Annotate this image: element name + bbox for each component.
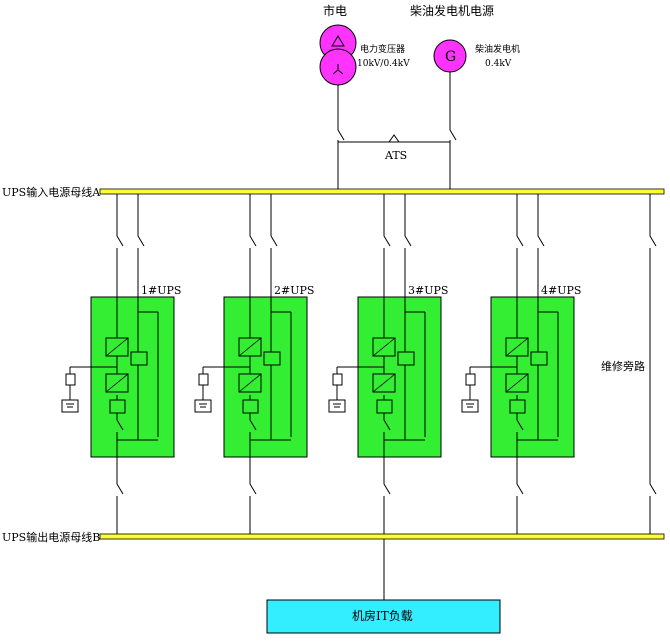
ups-4-static-switch-inverter-icon: [509, 399, 526, 414]
load-label: 机房IT负载: [352, 608, 413, 623]
ups-1-output-feeder: [116, 457, 124, 534]
bus-b-label: UPS输出电源母线B: [2, 530, 100, 544]
ups-4-battery-breaker-icon: [465, 373, 476, 386]
ups-1-static-switch-inverter-icon: [109, 399, 126, 414]
load-box: [266, 599, 501, 634]
ups-3-internal-wiring: [336, 297, 426, 457]
ups-4-battery-icon: [461, 399, 479, 413]
ups-1-input-feeders: [116, 194, 145, 297]
ups-1-battery-icon: [61, 399, 79, 413]
ats-label: ATS: [384, 149, 407, 162]
ups-2-static-switch-inverter-icon: [242, 399, 259, 414]
ups-2-battery-breaker-icon: [198, 373, 209, 386]
ups-4-cabinet: [490, 296, 575, 458]
generator-symbol: G: [433, 39, 467, 73]
ups-1-cabinet: [90, 296, 175, 458]
bus-a-label: UPS输入电源母线A: [2, 185, 101, 199]
ups-unit-4: 4#UPS: [461, 194, 581, 534]
ups-2-battery-icon: [194, 399, 212, 413]
grid-label: 市电: [323, 3, 347, 18]
ups-3-battery-icon: [328, 399, 346, 413]
ats-feeders: [337, 72, 457, 190]
transformer-wye-mark: [332, 64, 344, 75]
genset-title: 柴油发电机电源: [410, 3, 494, 18]
generator-rating: 0.4kV: [485, 59, 512, 69]
ups-2-static-switch-bypass-icon: [263, 351, 281, 366]
transformer-label: 电力变压器: [360, 43, 405, 55]
generator-symbol-letter: G: [445, 49, 456, 65]
bus-a-bar: [99, 188, 665, 195]
transformer-rating: 10kV/0.4kV: [357, 59, 410, 69]
bus-b-bar: [99, 533, 665, 540]
ups-3-output-feeder: [383, 457, 391, 534]
ups-2-output-feeder: [249, 457, 257, 534]
ups-1-internal-wiring: [69, 297, 159, 457]
ups-3-cabinet: [357, 296, 442, 458]
ups-1-static-switch-bypass-icon: [130, 351, 148, 366]
transformer-symbol: [319, 24, 357, 86]
ups-4-static-switch-bypass-icon: [530, 351, 548, 366]
ups-1-battery-breaker-icon: [65, 373, 76, 386]
maintenance-bypass-label: 维修旁路: [601, 359, 645, 373]
ups-2-input-feeders: [249, 194, 278, 297]
maintenance-bypass-line: [649, 194, 657, 534]
ups-unit-2: 2#UPS: [194, 194, 314, 534]
transformer-delta-mark: [331, 35, 345, 47]
ups-3-static-switch-inverter-icon: [376, 399, 393, 414]
ups-3-battery-breaker-icon: [332, 373, 343, 386]
generator-label: 柴油发电机: [475, 43, 520, 55]
ups-3-label: 3#UPS: [408, 284, 448, 297]
ups-4-label: 4#UPS: [541, 284, 581, 297]
ats-indicator-icon: [388, 134, 400, 143]
ups-2-internal-wiring: [202, 297, 292, 457]
ups-2-cabinet: [223, 296, 308, 458]
ups-4-input-feeders: [516, 194, 545, 297]
ups-4-output-feeder: [516, 457, 524, 534]
ups-3-static-switch-bypass-icon: [397, 351, 415, 366]
ups-3-input-feeders: [383, 194, 412, 297]
ups-unit-1: 1#UPS: [61, 194, 181, 534]
ups-unit-3: 3#UPS: [328, 194, 448, 534]
ups-4-internal-wiring: [469, 297, 559, 457]
ups-2-label: 2#UPS: [274, 284, 314, 297]
ups-1-label: 1#UPS: [141, 284, 181, 297]
